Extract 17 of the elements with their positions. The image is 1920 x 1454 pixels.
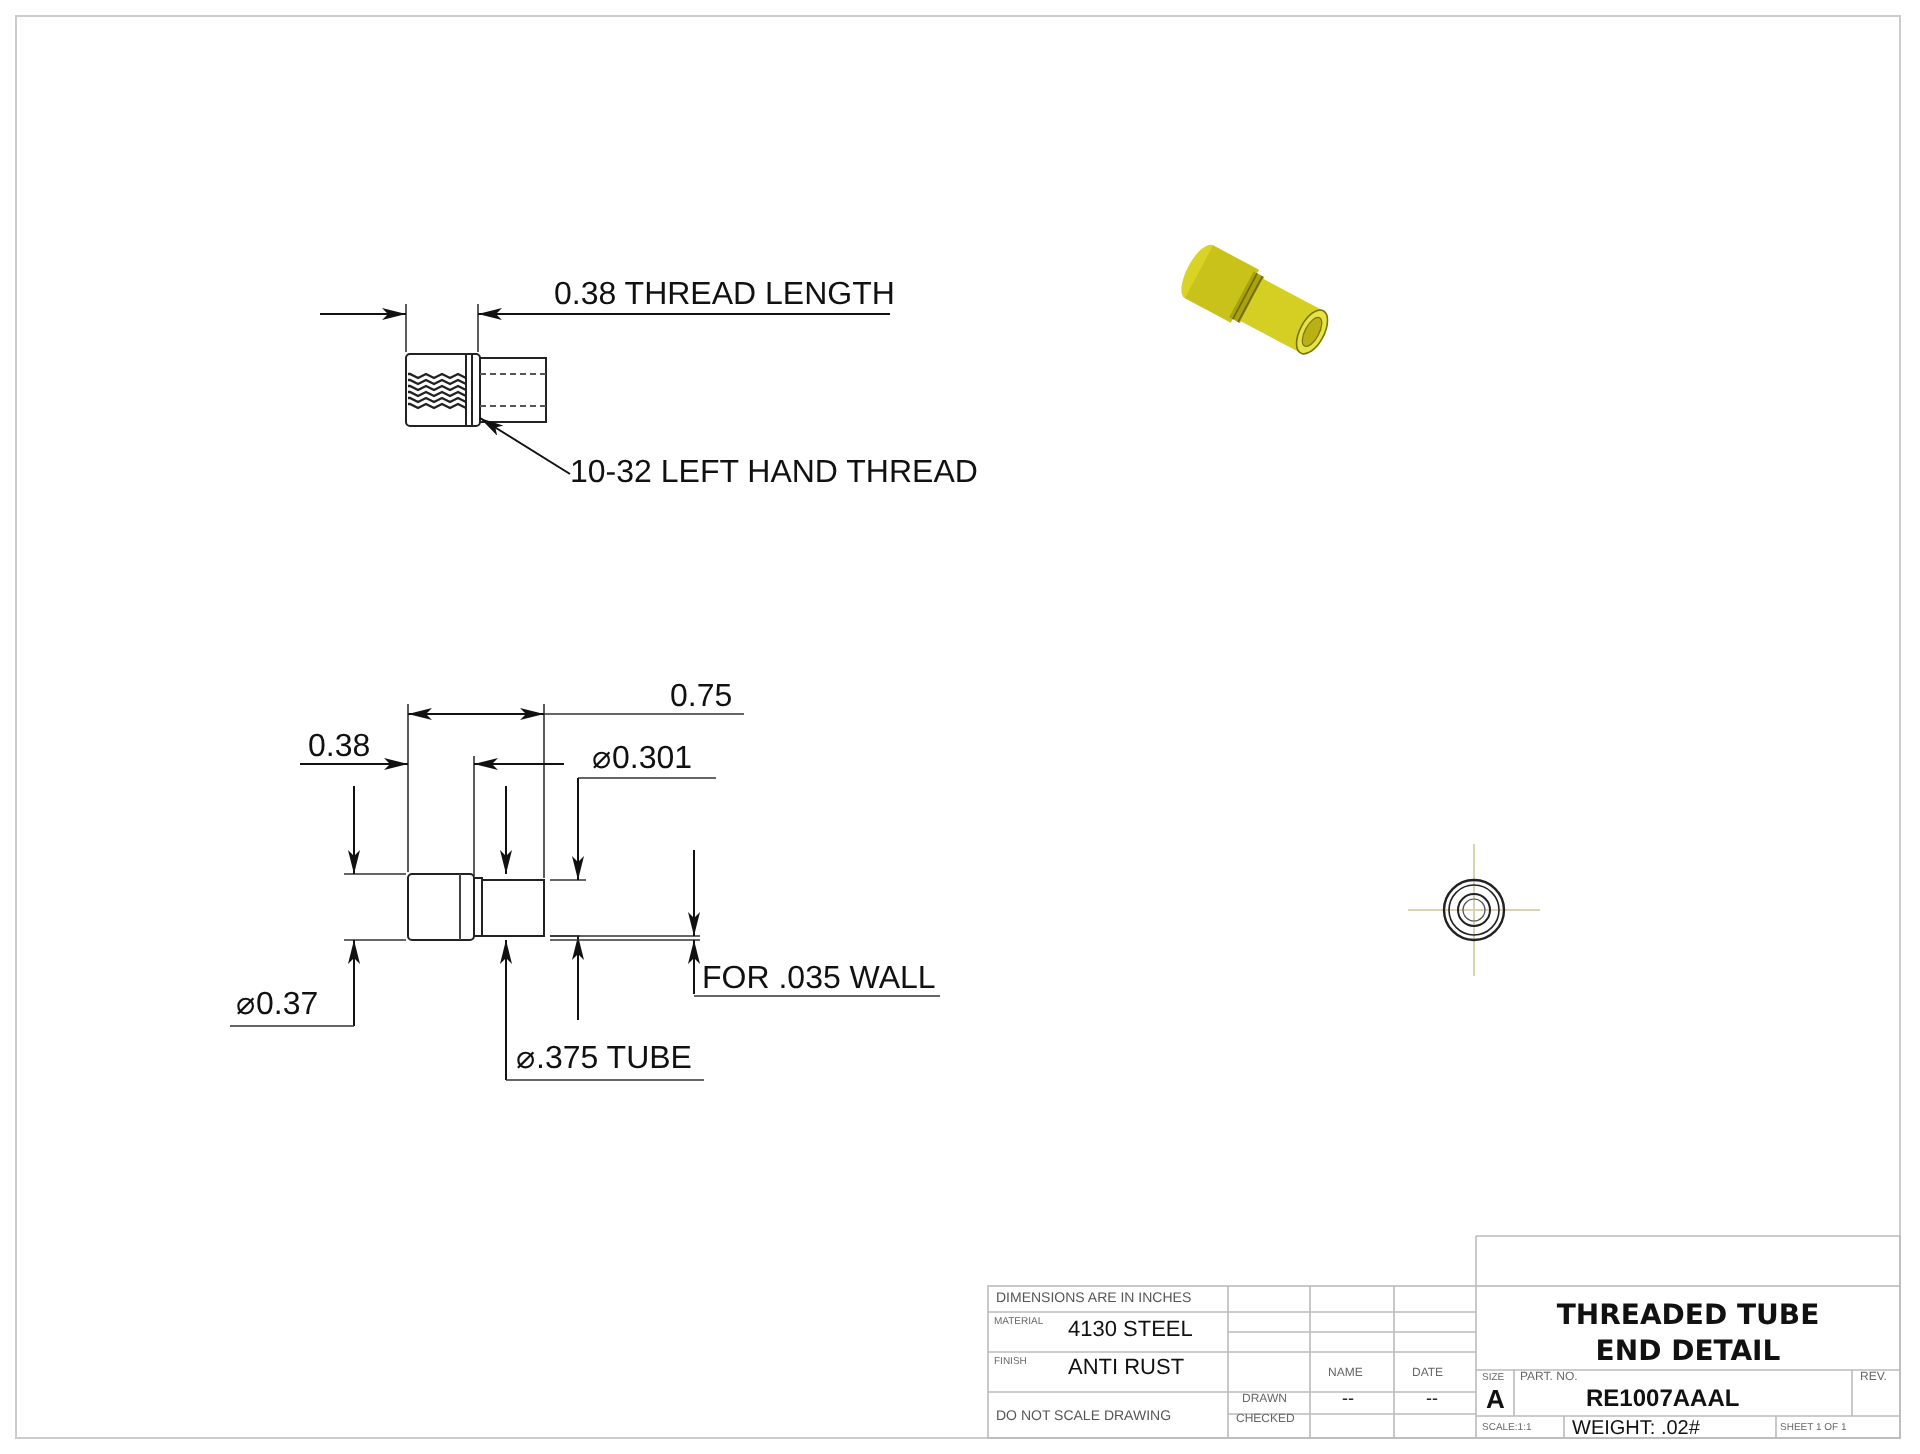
- dimension-label: ⌀.375 TUBE: [516, 1040, 692, 1080]
- field-value: A: [1486, 1384, 1505, 1417]
- field-value: WEIGHT: .02#: [1572, 1418, 1700, 1443]
- field-value: --: [1426, 1388, 1438, 1411]
- field-value: 4130 STEEL: [1068, 1318, 1193, 1346]
- field-value: ANTI RUST: [1068, 1356, 1185, 1384]
- callout-label: 10-32 LEFT HAND THREAD: [570, 454, 980, 494]
- dimension-label: 0.38 THREAD LENGTH: [554, 276, 895, 316]
- field-value: --: [1342, 1388, 1354, 1411]
- field-value: RE1007AAAL: [1586, 1384, 1740, 1414]
- dimension-label: ⌀0.301: [592, 740, 693, 780]
- leader-line: [479, 417, 571, 475]
- drawing-title: THREADED TUBE END DETAIL: [1554, 1300, 1822, 1370]
- dimension-label: 0.38: [308, 728, 371, 768]
- dimension-label: 0.75: [670, 678, 733, 718]
- dimension-label: FOR .035 WALL: [702, 960, 936, 1000]
- dimension-label: ⌀0.37: [236, 986, 319, 1026]
